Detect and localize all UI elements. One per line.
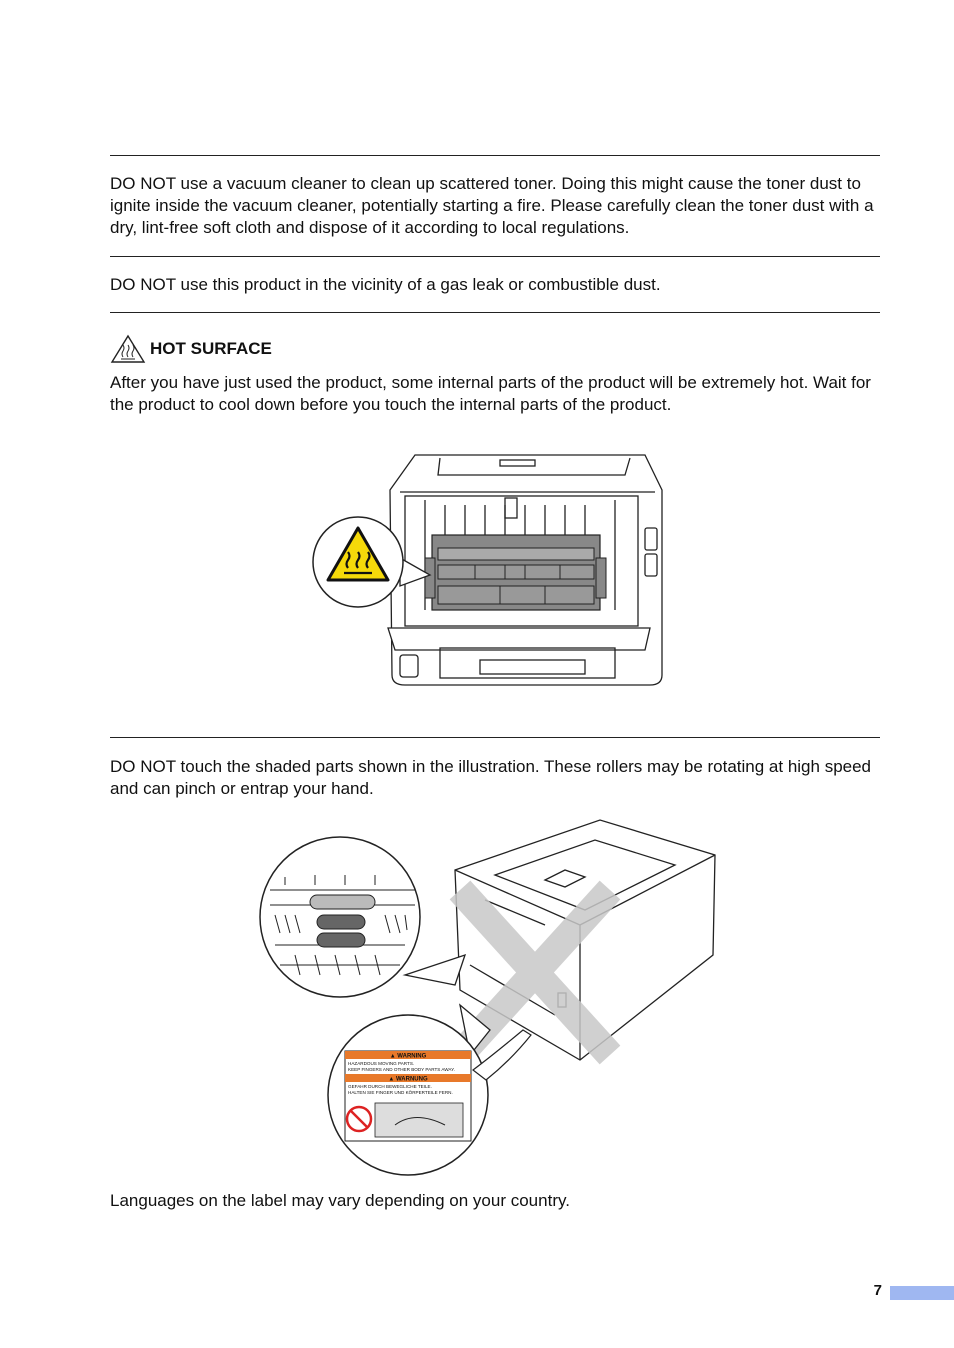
hand-illustration [472,1029,532,1081]
printer-rollers-illustration: ▲ WARNING HAZARDOUS MOVING PARTS. KEEP F… [259,819,716,1176]
printer-rear-fuser-illustration [312,454,663,686]
rollers-warning-text: DO NOT touch the shaded parts shown in t… [110,757,872,798]
vacuum-warning-text: DO NOT use a vacuum cleaner to clean up … [110,174,874,237]
label-line-de-1: GEFAHR DURCH BEWEGLICHE TEILE. [348,1084,432,1089]
label-warning-de: ▲ WARNUNG [388,1077,428,1083]
hot-surface-title: HOT SURFACE [150,339,272,358]
page-tab-marker [890,1286,954,1300]
label-warning-en: ▲ WARNING [390,1054,427,1060]
label-line-en-1: HAZARDOUS MOVING PARTS. [348,1061,414,1066]
page-number: 7 [873,1282,882,1299]
fuser-unit-shaded [424,534,607,611]
rule-top [110,155,880,156]
label-line-de-2: HALTEN SIE FINGER UND KÖRPERTEILE FERN. [348,1089,453,1095]
rule-4 [110,737,880,738]
rule-2 [110,256,880,257]
warning-label-closeup-circle: ▲ WARNING HAZARDOUS MOVING PARTS. KEEP F… [327,1003,491,1176]
label-language-note: Languages on the label may vary dependin… [110,1191,570,1210]
label-line-en-2: KEEP FINGERS AND OTHER BODY PARTS AWAY. [348,1067,455,1072]
hot-surface-warning-icon [110,334,146,363]
rule-3 [110,312,880,313]
gas-warning-text: DO NOT use this product in the vicinity … [110,275,661,294]
roller-closeup-circle [259,836,467,998]
hot-surface-callout-sign [312,516,432,608]
hot-surface-text: After you have just used the product, so… [110,373,871,414]
